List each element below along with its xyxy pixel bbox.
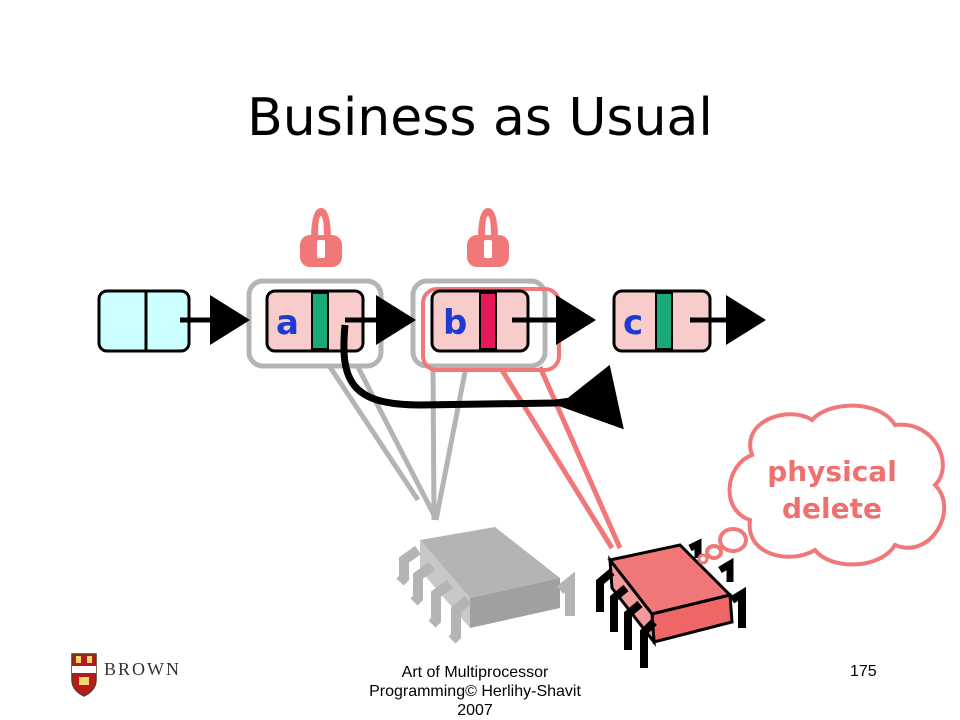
footer-credit: Art of Multiprocessor Programming© Herli… xyxy=(340,663,610,720)
footer-credit-line: 2007 xyxy=(457,702,493,719)
node-label-a: a xyxy=(276,303,299,343)
gray-thread-icon xyxy=(396,527,575,644)
list-node-b: b xyxy=(430,289,530,353)
brown-wordmark: BROWN xyxy=(104,659,181,679)
redirect-arrow xyxy=(340,324,624,430)
list-node-sentinel xyxy=(97,289,191,353)
list-node-a: a xyxy=(265,289,365,353)
footer-credit-line: Art of Multiprocessor xyxy=(401,664,549,681)
footer-credit-line: Programming© Herlihy-Shavit xyxy=(369,683,581,700)
brown-shield-logo xyxy=(71,653,97,697)
slide-title: Business as Usual xyxy=(247,88,713,148)
gray-thread-links xyxy=(327,365,469,521)
node-label-b: b xyxy=(443,303,467,343)
padlock-icon xyxy=(467,208,509,267)
thought-line-2: delete xyxy=(782,492,882,525)
thought-line-1: physical xyxy=(767,455,897,488)
red-thread-icon xyxy=(596,538,746,668)
list-node-c: c xyxy=(612,289,712,353)
node-label-c: c xyxy=(623,303,643,343)
padlock-icon xyxy=(300,208,342,267)
red-thread-links xyxy=(497,365,623,550)
thought-bubble: physical delete xyxy=(697,403,947,567)
page-number: 175 xyxy=(850,663,877,680)
